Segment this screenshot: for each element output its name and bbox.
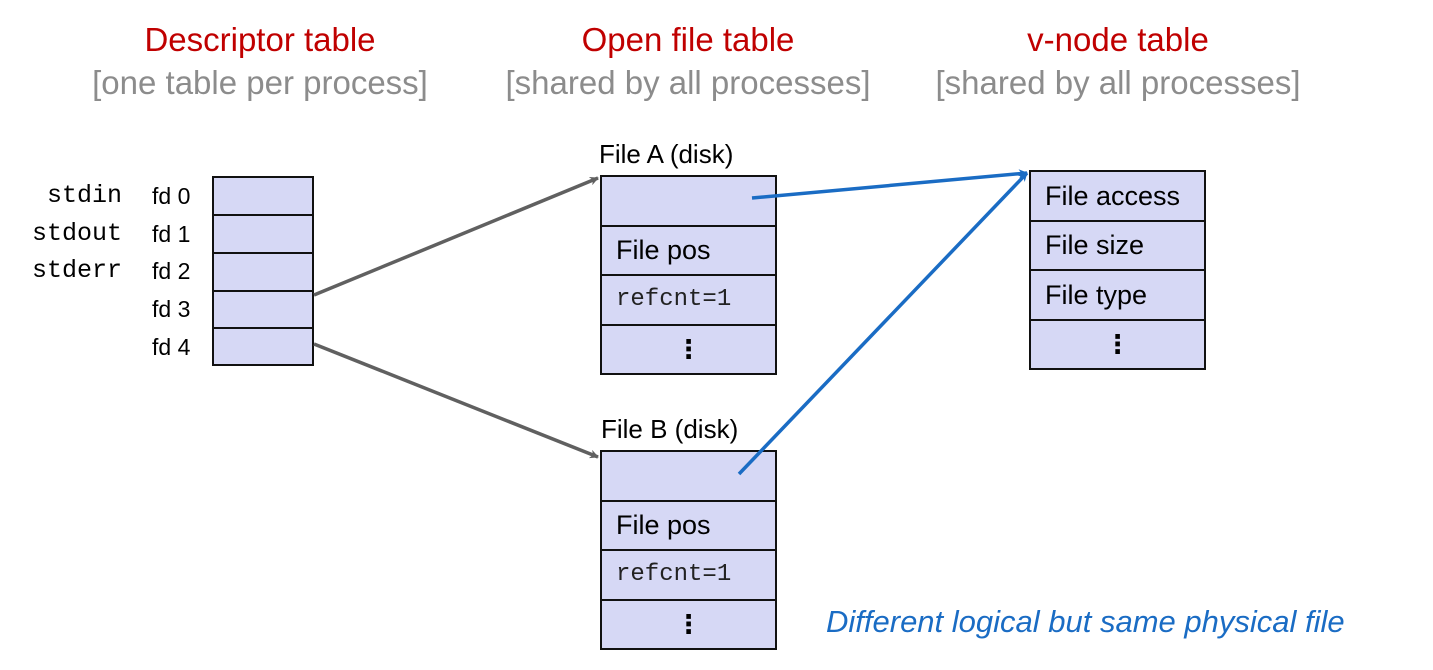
vnode-file-type-cell: File type (1029, 269, 1206, 321)
file-b-refcnt-cell: refcnt=1 (600, 549, 777, 601)
arrow-file-a-to-vnode (751, 169, 1028, 200)
file-b-label: File B (disk) (601, 414, 739, 444)
stream-label-stdout: stdout (31, 219, 122, 248)
fd-cell-3 (212, 290, 314, 330)
vnode-table-subtitle: [shared by all processes] (935, 64, 1301, 101)
file-b-pointer-cell (600, 450, 777, 502)
stream-label-stderr: stderr (31, 256, 122, 285)
fd-cell-1 (212, 214, 314, 254)
fd-cell-2 (212, 252, 314, 292)
fd-label-1: fd 1 (152, 221, 191, 247)
arrow-fd4-to-file-b (313, 342, 599, 459)
fd-label-3: fd 3 (152, 296, 191, 322)
descriptor-table-subtitle: [one table per process] (92, 64, 428, 101)
file-a-refcnt-cell: refcnt=1 (600, 274, 777, 326)
file-b-more-cell: ⋮ (600, 599, 777, 650)
file-a-pos-cell: File pos (600, 225, 777, 276)
arrow-file-b-to-vnode (737, 171, 1029, 476)
vnode-table-title: v-node table (1027, 21, 1209, 58)
vnode-more-cell: ⋮ (1029, 319, 1206, 370)
file-a-pointer-cell (600, 175, 777, 227)
file-a-more-cell: ⋮ (600, 324, 777, 375)
caption: Different logical but same physical file (826, 604, 1345, 639)
arrow-fd3-to-file-a (313, 176, 599, 297)
descriptor-table-title: Descriptor table (144, 21, 376, 58)
fd-label-2: fd 2 (152, 258, 191, 284)
open-file-table-title: Open file table (581, 21, 795, 58)
file-a-label: File A (disk) (599, 139, 734, 169)
fd-cell-0 (212, 176, 314, 216)
file-b-pos-cell: File pos (600, 500, 777, 551)
vnode-file-access-cell: File access (1029, 170, 1206, 222)
stream-label-stdin: stdin (46, 181, 122, 210)
fd-cell-4 (212, 327, 314, 366)
fd-label-4: fd 4 (152, 334, 191, 360)
fd-label-0: fd 0 (152, 183, 191, 209)
vnode-file-size-cell: File size (1029, 220, 1206, 271)
open-file-table-subtitle: [shared by all processes] (505, 64, 871, 101)
